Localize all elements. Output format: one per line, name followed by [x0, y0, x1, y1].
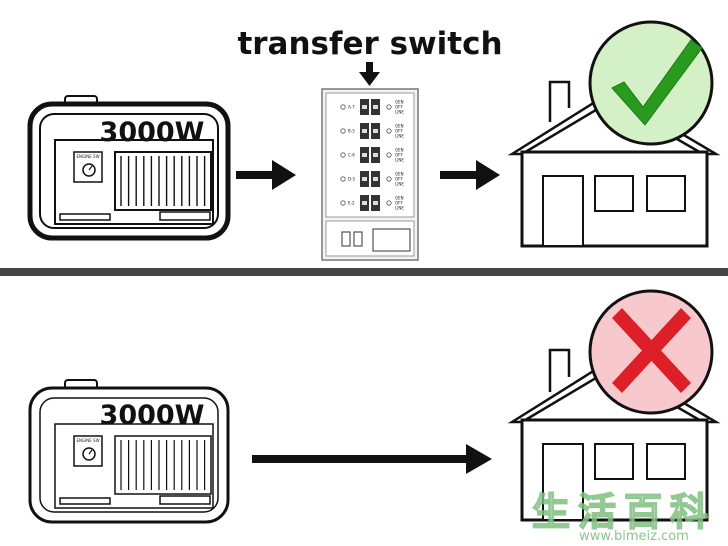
- x-badge: [588, 289, 714, 415]
- toggle-handle: [362, 201, 367, 205]
- house-bottom: [507, 348, 721, 522]
- position-label: LINE: [395, 182, 404, 187]
- position-label: OFF: [395, 105, 403, 110]
- panel-label: ENGINE SW: [76, 154, 99, 159]
- transfer-switch: A-7GENOFFLINEB-5GENOFFLINEC-6GENOFFLINED…: [321, 88, 419, 261]
- divider: [0, 268, 728, 276]
- position-label: GEN: [395, 196, 404, 201]
- toggle-handle: [373, 201, 378, 205]
- arrow-right-icon: [236, 160, 296, 190]
- position-label: OFF: [395, 201, 403, 206]
- watermark: 生活百科 www.bimeiz.com: [531, 489, 716, 544]
- circuit-label: B-5: [348, 129, 355, 134]
- arrow-right-icon: [440, 160, 500, 190]
- toggle-handle: [362, 177, 367, 181]
- terminal-dot: [340, 128, 346, 134]
- terminal-dot: [386, 152, 392, 158]
- position-label: GEN: [395, 124, 404, 129]
- position-label: LINE: [395, 206, 404, 211]
- position-label: OFF: [395, 153, 403, 158]
- toggle-handle: [373, 177, 378, 181]
- terminal-dot: [386, 104, 392, 110]
- position-label: OFF: [395, 129, 403, 134]
- long-arrow-right-icon: [252, 444, 492, 474]
- switch-label: transfer switch: [237, 26, 502, 62]
- position-label: GEN: [395, 148, 404, 153]
- terminal-dot: [340, 200, 346, 206]
- toggle-handle: [373, 153, 378, 157]
- toggle-handle: [362, 105, 367, 109]
- circuit-label: E-2: [348, 201, 355, 206]
- terminal-dot: [386, 200, 392, 206]
- terminal-dot: [386, 128, 392, 134]
- terminal-dot: [340, 104, 346, 110]
- position-label: GEN: [395, 172, 404, 177]
- position-label: OFF: [395, 177, 403, 182]
- terminal-dot: [386, 176, 392, 182]
- house-top: [507, 80, 721, 248]
- generator-bottom: ENGINE SW 3000W: [28, 379, 230, 524]
- terminal-dot: [340, 176, 346, 182]
- watermark-url: www.bimeiz.com: [579, 529, 689, 544]
- position-label: GEN: [395, 100, 404, 105]
- toggle-handle: [362, 129, 367, 133]
- position-label: LINE: [395, 158, 404, 163]
- toggle-handle: [362, 153, 367, 157]
- circuit-label: D-5: [348, 177, 356, 182]
- down-arrow-icon: [359, 62, 380, 86]
- wattage-label: 3000W: [100, 400, 205, 431]
- position-label: LINE: [395, 134, 404, 139]
- check-badge: [588, 20, 714, 146]
- circuit-label: C-6: [348, 153, 355, 158]
- check-mark-icon: [611, 39, 703, 126]
- toggle-handle: [373, 129, 378, 133]
- position-label: LINE: [395, 110, 404, 115]
- terminal-dot: [340, 152, 346, 158]
- toggle-handle: [373, 105, 378, 109]
- panel-label: ENGINE SW: [76, 438, 99, 443]
- watermark-chinese: 生活百科: [532, 490, 716, 534]
- wattage-label: 3000W: [100, 117, 205, 148]
- generator-top: ENGINE SW 3000W: [27, 95, 231, 241]
- x-mark-icon: [612, 308, 691, 393]
- circuit-label: A-7: [348, 105, 355, 110]
- check-circle: [588, 20, 714, 146]
